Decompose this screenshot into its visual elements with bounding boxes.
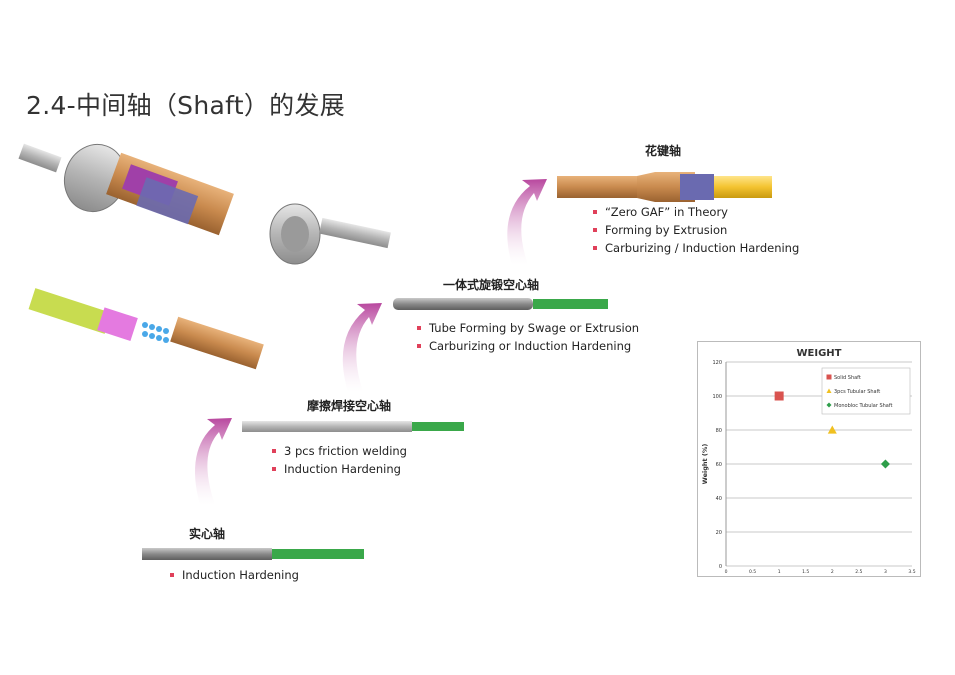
x-tick-label: 1.5 [802, 569, 809, 575]
x-tick-label: 1 [778, 569, 781, 575]
progress-arrow [195, 418, 232, 505]
y-tick-label: 60 [716, 462, 722, 468]
stage-bullets-friction-welded: 3 pcs friction welding Induction Hardeni… [270, 442, 407, 478]
spline-shaft-graphic [557, 172, 772, 202]
x-tick-label: 2 [831, 569, 834, 575]
legend-entry: Solid Shaft [834, 375, 861, 381]
x-tick-label: 2.5 [855, 569, 862, 575]
bullet-item: Carburizing / Induction Hardening [591, 239, 799, 257]
bullet-item: Forming by Extrusion [591, 221, 799, 239]
progress-arrow [507, 179, 547, 265]
stage-bullets-spline: “Zero GAF” in Theory Forming by Extrusio… [591, 203, 799, 257]
stage-title-friction-welded: 摩擦焊接空心轴 [307, 399, 392, 413]
data-point [827, 425, 837, 434]
chart-legend [821, 367, 911, 415]
x-tick-label: 3.5 [908, 569, 915, 575]
data-point [880, 459, 890, 469]
legend-marker [826, 402, 832, 408]
friction-welded-shaft-graphic [242, 421, 464, 432]
legend-entry: 3pcs Tubular Shaft [834, 389, 880, 395]
bullet-item: Induction Hardening [270, 460, 407, 478]
progress-arrow [342, 303, 382, 392]
legend-entry: Monobloc Tubular Shaft [834, 403, 893, 409]
y-tick-label: 120 [712, 360, 722, 366]
cv-joint-assembly [18, 143, 391, 265]
stage-bullets-solid: Induction Hardening [168, 566, 299, 584]
page-title: 2.4-中间轴（Shaft）的发展 [26, 91, 346, 120]
bullet-item: Tube Forming by Swage or Extrusion [415, 319, 639, 337]
bullet-item: Carburizing or Induction Hardening [415, 337, 639, 355]
legend-marker [826, 374, 832, 380]
y-tick-label: 20 [716, 530, 722, 536]
stage-bullets-monobloc: Tube Forming by Swage or Extrusion Carbu… [415, 319, 639, 355]
exploded-spline-parts [28, 288, 264, 370]
x-tick-label: 3 [884, 569, 887, 575]
stage-title-spline: 花键轴 [645, 144, 682, 158]
bullet-item: “Zero GAF” in Theory [591, 203, 799, 221]
y-tick-label: 40 [716, 496, 722, 502]
weight-chart: WEIGHT 0 20 40 60 80 100 120 0 0.5 1 1.5 2 2.5 3 3.5 Wei… [697, 341, 921, 577]
bullet-item: Induction Hardening [168, 566, 299, 584]
bullet-item: 3 pcs friction welding [270, 442, 407, 460]
weight-chart-svg: WEIGHT 0 20 40 60 80 100 120 0 0.5 1 1.5 2 2.5 3 3.5 Wei… [701, 348, 916, 575]
x-tick-label: 0.5 [749, 569, 756, 575]
y-axis-label: Weight (%) [701, 444, 709, 485]
chart-title: WEIGHT [797, 348, 842, 359]
solid-shaft-graphic [142, 548, 364, 560]
y-tick-label: 0 [719, 564, 722, 570]
stage-title-solid: 实心轴 [189, 527, 226, 541]
stage-title-monobloc: 一体式旋锻空心轴 [443, 278, 540, 292]
legend-marker [826, 388, 832, 393]
y-tick-label: 80 [716, 428, 722, 434]
x-tick-label: 0 [725, 569, 728, 575]
data-point [774, 391, 784, 401]
y-tick-label: 100 [712, 394, 722, 400]
monobloc-shaft-graphic [393, 298, 608, 310]
